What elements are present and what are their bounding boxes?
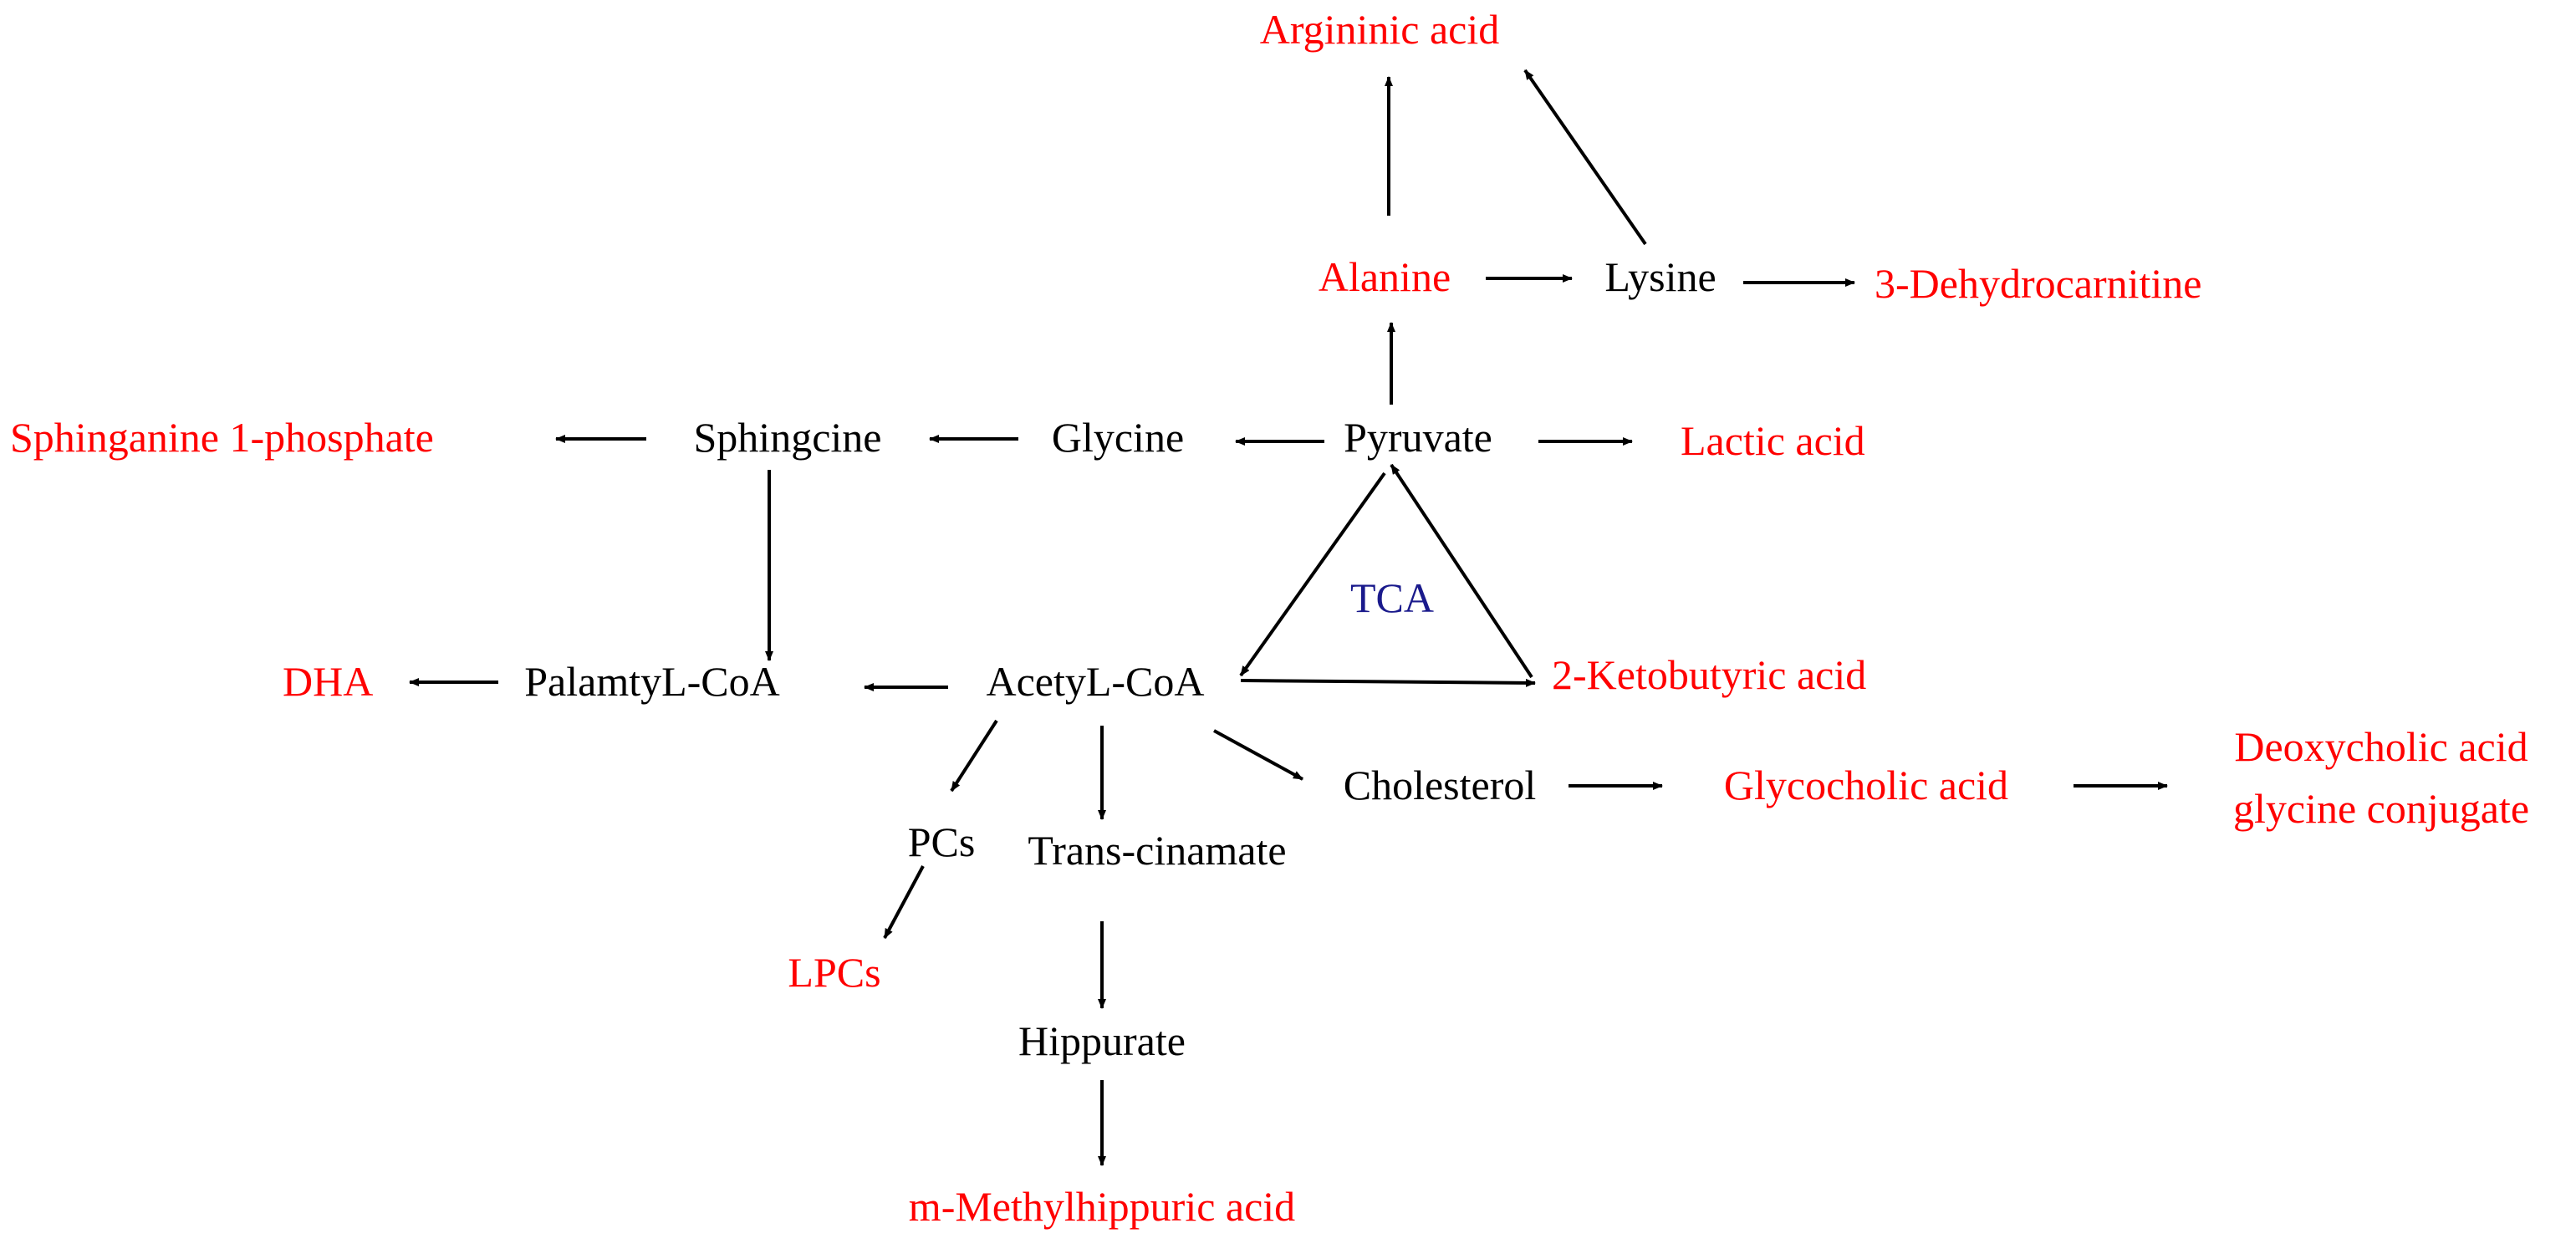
node-pyruvate: Pyruvate [1344, 414, 1492, 461]
node-lysine: Lysine [1604, 253, 1716, 300]
node-alanine: Alanine [1319, 253, 1451, 300]
edge-lysine-argininic-acid [1523, 69, 1647, 246]
node-trans-cinamate: Trans-cinamate [1028, 827, 1286, 874]
node-glycocholic-acid: Glycocholic acid [1724, 762, 2008, 808]
node-sphinganine-1-phosphate: Sphinganine 1-phosphate [10, 414, 434, 461]
node-m-methylhippuric-acid: m-Methylhippuric acid [909, 1183, 1295, 1230]
node-lactic-acid: Lactic acid [1681, 417, 1865, 464]
node-cholesterol: Cholesterol [1344, 762, 1537, 808]
node-dha: DHA [283, 658, 373, 705]
node-2-ketobutyric-acid: 2-Ketobutyric acid [1552, 651, 1866, 698]
node-lpcs: LPCs [788, 949, 880, 996]
edge-acetyl-coa-cholesterol [1213, 729, 1303, 781]
node-glycine: Glycine [1052, 414, 1184, 461]
node-sphingcine: Sphingcine [694, 414, 882, 461]
edge-pcs-lpcs [883, 865, 925, 939]
nodes: Argininic acid Alanine Lysine 3-Dehydroc… [10, 6, 2529, 1230]
node-hippurate: Hippurate [1018, 1017, 1186, 1064]
edges [409, 69, 2168, 1166]
edge-acetyl-coa-ketobutyric-acid [1240, 678, 1536, 687]
edge-acetyl-coa-pcs [950, 719, 998, 793]
node-acetyl-coa: AcetyL-CoA [986, 658, 1204, 705]
node-deoxycholic-acid-line2: glycine conjugate [2233, 785, 2529, 832]
node-3-dehydrocarnitine: 3-Dehydrocarnitine [1875, 260, 2202, 307]
edge-pyruvate-acetyl-coa [1239, 472, 1386, 677]
node-palamtyl-coa: PalamtyL-CoA [524, 658, 780, 705]
node-pcs: PCs [908, 818, 976, 865]
node-deoxycholic-acid-line1: Deoxycholic acid [2234, 723, 2528, 770]
edge-ketobutyric-acid-pyruvate [1390, 463, 1533, 679]
node-tca: TCA [1350, 574, 1434, 621]
node-argininic-acid: Argininic acid [1260, 6, 1500, 53]
